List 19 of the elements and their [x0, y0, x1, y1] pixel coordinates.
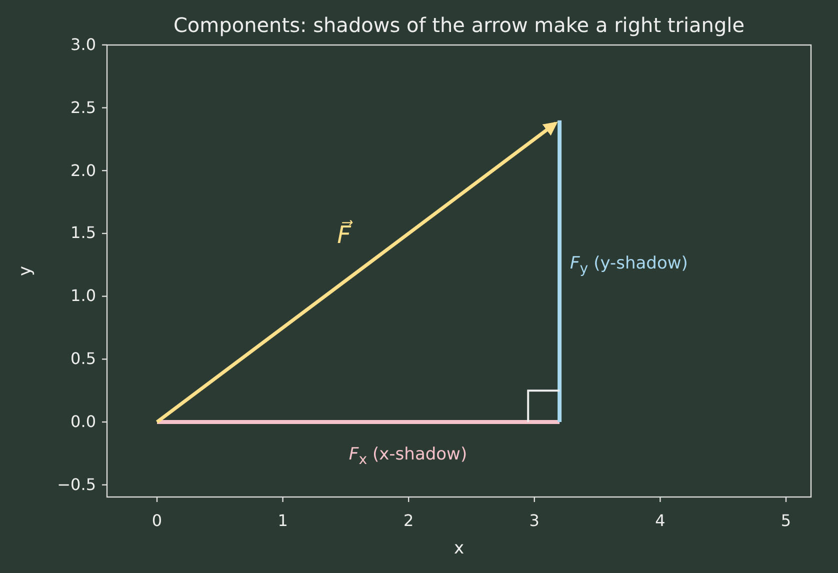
- chart-title: Components: shadows of the arrow make a right triangle: [173, 15, 745, 35]
- tick-label: 3: [529, 513, 540, 529]
- tick-label: 0.5: [70, 351, 96, 368]
- tick-label: 2.0: [70, 162, 96, 179]
- vector-label: F$_{y}$ (y-shadow): [570, 256, 688, 276]
- tick-label: 1: [278, 513, 288, 529]
- axis-label: x: [454, 540, 464, 558]
- vector-label: F$_{x}$ (x-shadow): [348, 446, 468, 468]
- tick-label: 2.5: [70, 100, 96, 116]
- tick-label: −0.5: [57, 476, 96, 493]
- tick-label: 4: [655, 513, 666, 529]
- tick-label: 3.0: [70, 36, 96, 53]
- tick-label: 1.0: [70, 288, 96, 304]
- tick-label: 5: [780, 513, 792, 529]
- tick-label: 0: [152, 513, 162, 529]
- tick-label: 2: [404, 513, 414, 529]
- axis-label: y: [18, 266, 34, 276]
- tick-label: 1.5: [70, 225, 96, 242]
- tick-label: 0.0: [70, 414, 96, 430]
